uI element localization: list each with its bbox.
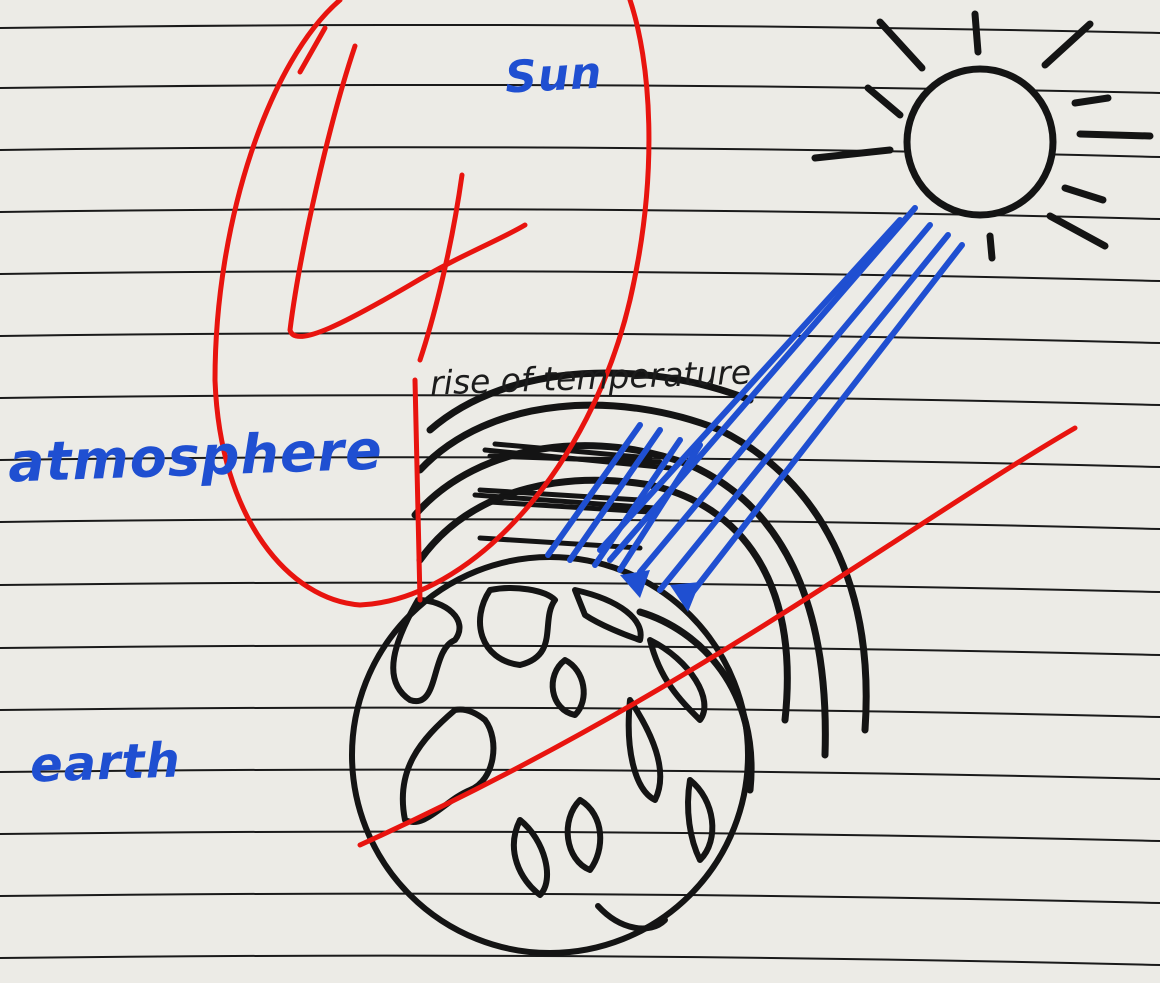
red-digit-4-mark (290, 28, 525, 360)
sun-label: Sun (504, 47, 604, 103)
red-x-mark (360, 428, 1075, 845)
atmosphere-label: atmosphere (7, 418, 384, 494)
sun-icon (815, 14, 1150, 258)
earth-label: earth (29, 732, 182, 793)
